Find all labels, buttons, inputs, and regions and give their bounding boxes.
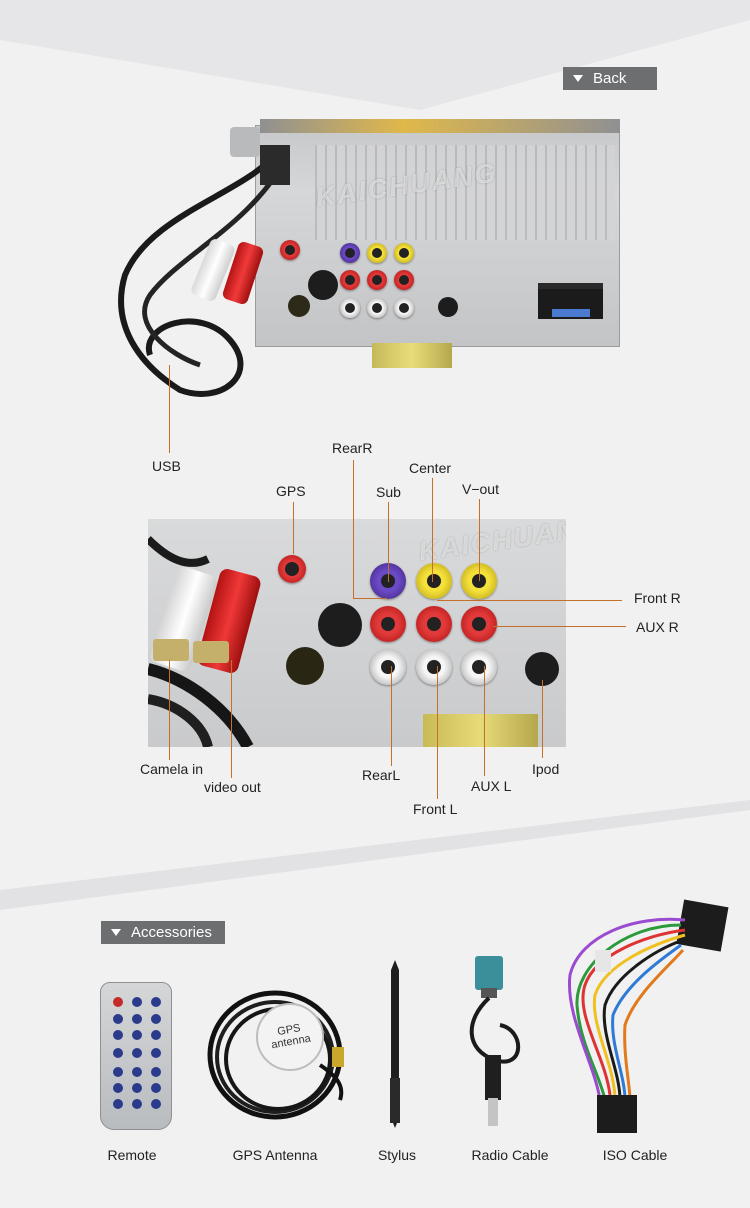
unit-vents xyxy=(315,145,615,240)
camela-in-label: Camela in xyxy=(140,761,204,777)
gps-antenna-image xyxy=(207,990,344,1120)
accessories-heading-label: Accessories xyxy=(131,924,212,941)
aux-l-leader xyxy=(484,666,485,776)
triangle-down-icon xyxy=(111,929,121,936)
closeup-panel-hole xyxy=(318,603,362,647)
rear-r-leader-h xyxy=(353,598,387,599)
accessory-label-remote: Remote xyxy=(107,1147,157,1163)
accessory-label-gps-antenna: GPS Antenna xyxy=(232,1147,318,1163)
rear-r-label: RearR xyxy=(332,440,373,456)
gps-jack xyxy=(280,240,300,260)
back-button-label: Back xyxy=(593,70,627,87)
remote-image xyxy=(100,982,172,1130)
closeup-aux-l-jack xyxy=(461,649,497,685)
closeup-rca-red-tip xyxy=(193,641,229,663)
unit-bracket xyxy=(230,127,260,157)
video-out-label: video out xyxy=(204,779,261,795)
closeup-panel-hole-lower xyxy=(286,647,324,685)
rear-r-jack xyxy=(340,270,360,290)
radio-cable-image xyxy=(469,956,521,1126)
accessory-label-stylus: Stylus xyxy=(377,1147,417,1163)
front-r-jack xyxy=(367,270,387,290)
video-out-leader xyxy=(231,660,232,778)
triangle-down-icon xyxy=(573,75,583,82)
front-l-label: Front L xyxy=(413,801,458,817)
usb-label: USB xyxy=(152,458,181,474)
remote-buttons xyxy=(113,997,161,1109)
accessory-label-iso-cable: ISO Cable xyxy=(602,1147,668,1163)
rear-l-jack xyxy=(340,298,360,318)
ipod-label: Ipod xyxy=(532,761,560,777)
camela-in-leader xyxy=(169,660,170,760)
aux-l-label: AUX L xyxy=(471,778,512,794)
closeup-rear-l-jack xyxy=(370,649,406,685)
aux-r-leader xyxy=(493,626,626,627)
v-out-label: V−out xyxy=(462,481,499,497)
v-out-jack xyxy=(394,243,414,263)
center-jack xyxy=(367,243,387,263)
aux-r-jack xyxy=(394,270,414,290)
panel-hole-lower xyxy=(288,295,310,317)
v-out-leader xyxy=(479,499,480,581)
closeup-aux-r-jack xyxy=(461,606,497,642)
closeup-center-jack xyxy=(416,563,452,599)
accessory-label-radio-cable: Radio Cable xyxy=(471,1147,549,1163)
iso-cable-image xyxy=(567,899,729,1133)
closeup-gps-jack xyxy=(278,555,306,583)
closeup-rear-r-jack xyxy=(370,606,406,642)
front-r-leader xyxy=(437,600,622,601)
closeup-front-l-jack xyxy=(416,649,452,685)
sub-jack xyxy=(340,243,360,263)
unit-top-plate xyxy=(260,119,620,133)
ipod-port xyxy=(438,297,458,317)
closeup-panel: KAICHUANG xyxy=(148,519,566,747)
sub-leader xyxy=(388,502,389,582)
unit-base-stand xyxy=(372,343,452,368)
background-streak-top xyxy=(0,0,750,110)
rear-r-leader xyxy=(353,460,354,598)
gps-leader xyxy=(293,502,294,554)
gps-label: GPS xyxy=(276,483,306,499)
watermark-closeup: KAICHUANG xyxy=(416,519,566,567)
front-r-label: Front R xyxy=(634,590,681,606)
rear-l-leader xyxy=(391,666,392,766)
closeup-front-r-jack xyxy=(416,606,452,642)
aux-r-label: AUX R xyxy=(636,619,679,635)
closeup-cables xyxy=(148,536,254,747)
front-l-leader xyxy=(437,666,438,799)
closeup-rca-white-tip xyxy=(153,639,189,661)
accessories-heading: Accessories xyxy=(101,921,225,944)
sub-label: Sub xyxy=(376,484,401,500)
rear-l-label: RearL xyxy=(362,767,401,783)
unit-rear-photo: KAICHUANG xyxy=(110,115,630,405)
stylus-image xyxy=(390,960,400,1128)
back-button[interactable]: Back xyxy=(563,67,657,90)
panel-hole xyxy=(308,270,338,300)
center-label: Center xyxy=(409,460,452,476)
aux-l-jack xyxy=(394,298,414,318)
center-leader xyxy=(432,478,433,582)
usb-leader xyxy=(169,365,170,453)
iso-connector-port xyxy=(538,283,603,319)
ipod-leader xyxy=(542,680,543,758)
closeup-base-stand xyxy=(423,714,538,747)
front-l-jack xyxy=(367,298,387,318)
usb-cable xyxy=(118,145,290,397)
